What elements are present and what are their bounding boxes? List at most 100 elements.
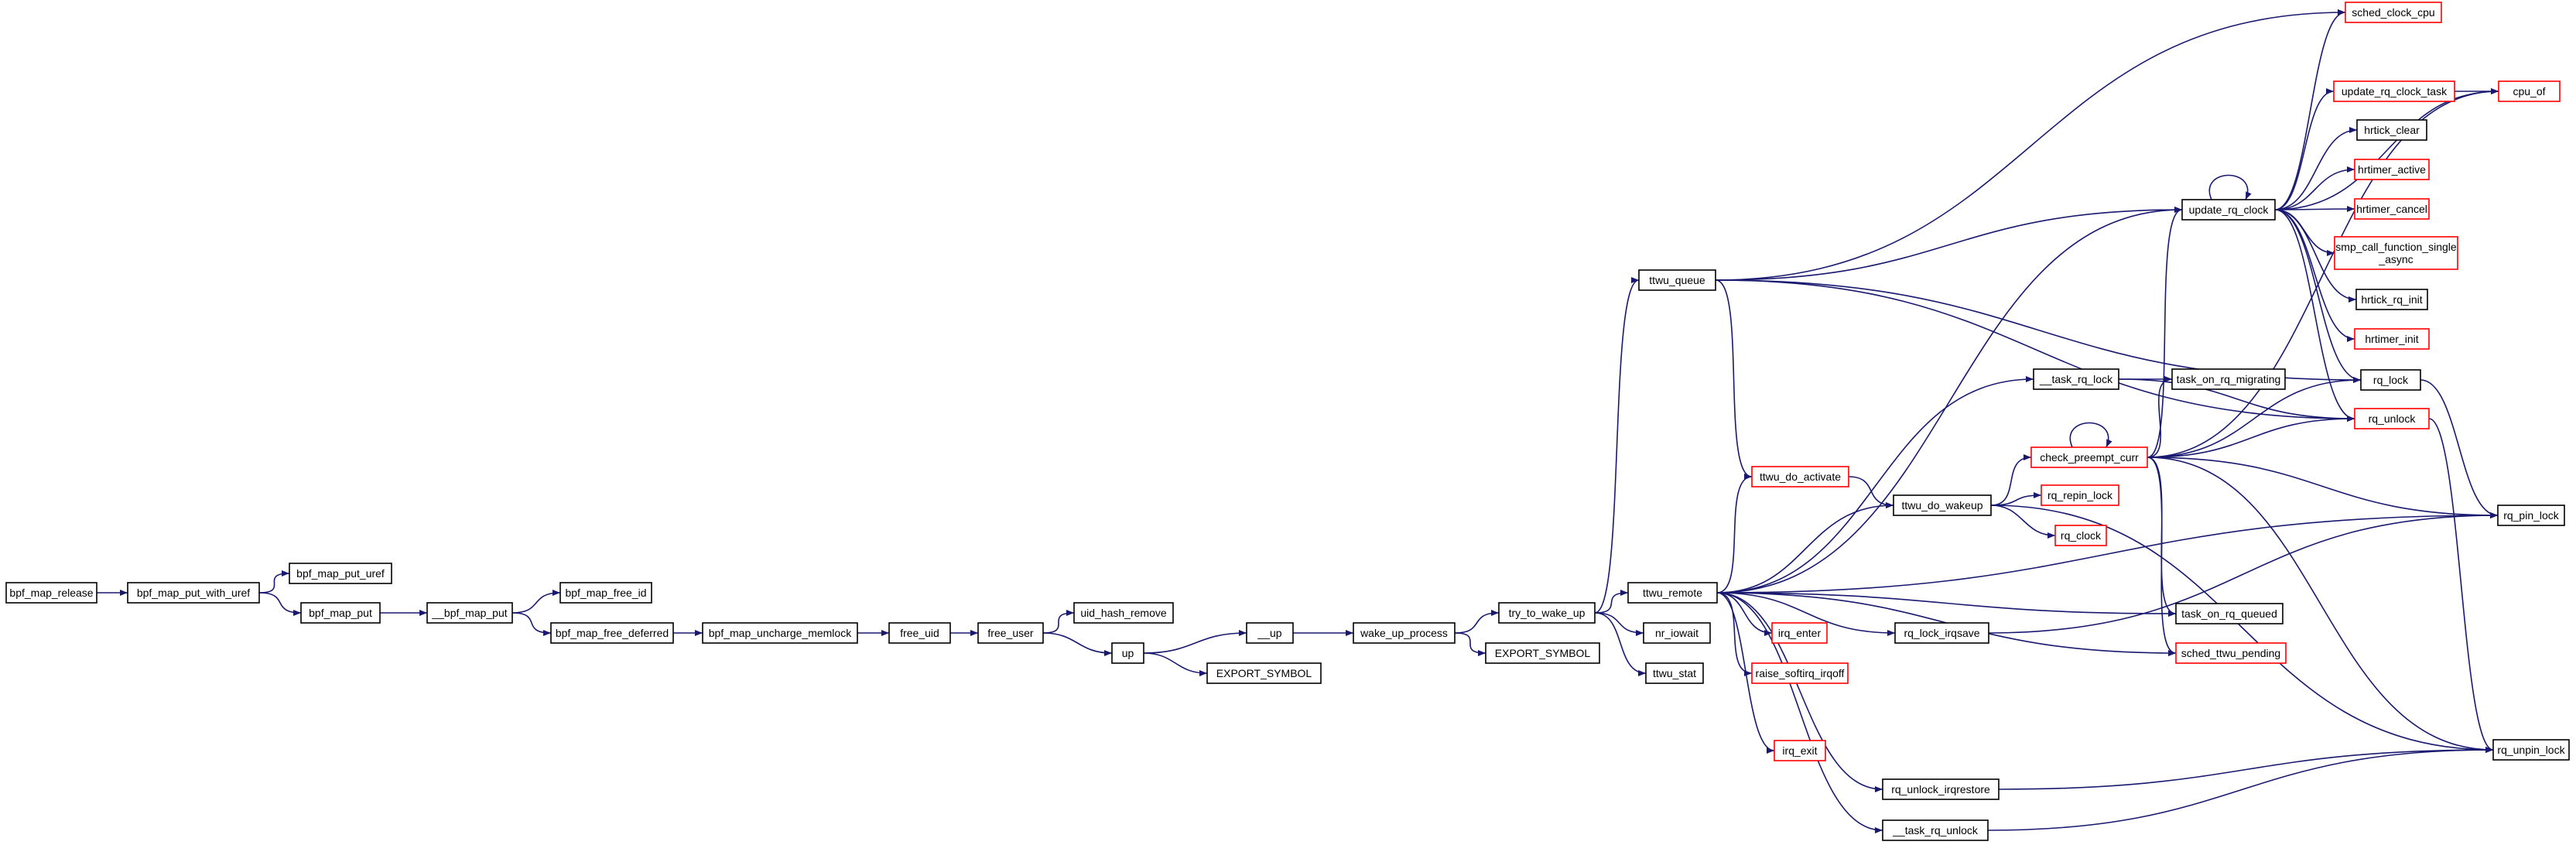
node-wake-up-process[interactable]: wake_up_process bbox=[1353, 622, 1456, 644]
edge-ttwu-remote-to-rq-pin-lock bbox=[1716, 512, 2499, 594]
edge-ttwu-do-wakeup-to-rq-unpin-lock bbox=[1990, 505, 2494, 753]
node-irq-enter[interactable]: irq_enter bbox=[1771, 622, 1828, 644]
node-rq-lock[interactable]: rq_lock bbox=[2360, 369, 2421, 391]
edge-update-rq-clock-to-update-rq-clock-task bbox=[2274, 88, 2335, 210]
node-up[interactable]: __up bbox=[1246, 622, 1294, 644]
node-hrtimer-active[interactable]: hrtimer_active bbox=[2354, 159, 2430, 180]
node-box-bpf-map-free-deferred bbox=[550, 622, 674, 644]
node-irq-exit[interactable]: irq_exit bbox=[1774, 740, 1826, 761]
node-export-symbol-2[interactable]: EXPORT_SYMBOL bbox=[1485, 642, 1600, 664]
node-bpf-map-release[interactable]: bpf_map_release bbox=[5, 582, 97, 604]
node-label-up: __up bbox=[1257, 627, 1281, 639]
edge-check-preempt-curr-to-task-on-rq-migrating bbox=[2147, 376, 2173, 458]
node-free-user[interactable]: free_user bbox=[977, 622, 1044, 644]
node-export-symbol-1[interactable]: EXPORT_SYMBOL bbox=[1206, 662, 1322, 684]
node-bpf-map-uncharge-memlock[interactable]: bpf_map_uncharge_memlock bbox=[702, 622, 858, 644]
node-rq-repin-lock[interactable]: rq_repin_lock bbox=[2041, 484, 2119, 506]
edge-ttwu-remote-to-ttwu-do-activate bbox=[1716, 474, 1753, 594]
edge-ttwu-remote-to-rq-lock-irqsave bbox=[1716, 592, 1896, 636]
node-sched-clock-cpu[interactable]: sched_clock_cpu bbox=[2345, 2, 2442, 23]
node-ttwu-do-wakeup[interactable]: ttwu_do_wakeup bbox=[1893, 494, 1992, 516]
edge-ttwu-do-activate-to-ttwu-do-wakeup bbox=[1848, 476, 1894, 508]
edge-try-to-wake-up-to-ttwu-remote bbox=[1594, 590, 1629, 614]
node-box-hrtick-clear bbox=[2356, 119, 2427, 141]
node-task-rq-unlock[interactable]: __task_rq_unlock bbox=[1882, 819, 1989, 841]
node-box-rq-lock-irqsave bbox=[1894, 622, 1989, 644]
node-update-rq-clock-task[interactable]: update_rq_clock_task bbox=[2333, 80, 2455, 102]
node-up[interactable]: up bbox=[1111, 642, 1144, 664]
node-task-on-rq-migrating[interactable]: task_on_rq_migrating bbox=[2171, 368, 2286, 390]
node-box-cpu-of bbox=[2498, 80, 2561, 102]
node-label-export-symbol-2: EXPORT_SYMBOL bbox=[1495, 647, 1591, 659]
node-cpu-of[interactable]: cpu_of bbox=[2498, 80, 2561, 102]
node-bpf-map-put-with-uref[interactable]: bpf_map_put_with_uref bbox=[127, 582, 260, 604]
node-hrtimer-cancel[interactable]: hrtimer_cancel bbox=[2354, 198, 2430, 220]
node-box-sched-clock-cpu bbox=[2345, 2, 2442, 23]
node-smp-call-function-single-async[interactable]: smp_call_function_single_async bbox=[2334, 236, 2458, 270]
node-hrtimer-init[interactable]: hrtimer_init bbox=[2354, 328, 2430, 350]
node-label-bpf-map-put-uref: bpf_map_put_uref bbox=[296, 567, 385, 580]
node-ttwu-queue[interactable]: ttwu_queue bbox=[1638, 269, 1716, 291]
node-box-nr-iowait bbox=[1643, 622, 1711, 644]
edge-up-to-up bbox=[1143, 630, 1247, 654]
node-rq-unlock[interactable]: rq_unlock bbox=[2354, 408, 2430, 429]
edge-rq-unlock-to-rq-unpin-lock bbox=[2428, 418, 2494, 753]
node-box-free-uid bbox=[888, 622, 951, 644]
edge-ttwu-remote-to-task-rq-unlock bbox=[1716, 592, 1883, 833]
node-bpf-map-put[interactable]: bpf_map_put bbox=[300, 602, 381, 624]
edge-check-preempt-curr-to-rq-unpin-lock bbox=[2147, 457, 2494, 753]
node-ttwu-remote[interactable]: ttwu_remote bbox=[1627, 582, 1718, 604]
node-update-rq-clock[interactable]: update_rq_clock bbox=[2181, 199, 2276, 221]
node-check-preempt-curr[interactable]: check_preempt_curr bbox=[2030, 446, 2148, 468]
node-bpf-map-free-deferred[interactable]: bpf_map_free_deferred bbox=[550, 622, 674, 644]
node-box-bpf-map-uncharge-memlock bbox=[702, 622, 858, 644]
node-box-raise-softirq-irqoff bbox=[1751, 662, 1849, 684]
node-box-hrtimer-init bbox=[2354, 328, 2430, 350]
node-rq-lock-irqsave[interactable]: rq_lock_irqsave bbox=[1894, 622, 1989, 644]
node-label-bpf-map-free-id: bpf_map_free_id bbox=[565, 587, 646, 599]
edge-update-rq-clock-to-hrtick-rq-init bbox=[2274, 209, 2357, 303]
node-bpf-map-put-uref[interactable]: bpf_map_put_uref bbox=[289, 563, 392, 584]
node-box-task-rq-unlock bbox=[1882, 819, 1989, 841]
node-bpf-map-free-id[interactable]: bpf_map_free_id bbox=[559, 582, 652, 604]
edge-check-preempt-curr-to-rq-unlock bbox=[2147, 416, 2355, 458]
edge-update-rq-clock-to-rq-lock bbox=[2274, 209, 2362, 383]
node-label-bpf-map-put: bpf_map_put bbox=[309, 607, 372, 619]
node-nr-iowait[interactable]: nr_iowait bbox=[1643, 622, 1711, 644]
node-rq-unlock-irqrestore[interactable]: rq_unlock_irqrestore bbox=[1882, 778, 2000, 800]
node-bpf-map-put[interactable]: __bpf_map_put bbox=[426, 602, 513, 624]
node-sched-ttwu-pending[interactable]: sched_ttwu_pending bbox=[2175, 642, 2287, 664]
node-box-bpf-map-free-id bbox=[559, 582, 652, 604]
node-hrtick-clear[interactable]: hrtick_clear bbox=[2356, 119, 2427, 141]
node-task-rq-lock[interactable]: __task_rq_lock bbox=[2033, 368, 2119, 390]
node-rq-unpin-lock[interactable]: rq_unpin_lock bbox=[2492, 739, 2570, 761]
node-label-rq-pin-lock: rq_pin_lock bbox=[2503, 509, 2560, 522]
node-box-update-rq-clock bbox=[2181, 199, 2276, 221]
node-rq-pin-lock[interactable]: rq_pin_lock bbox=[2497, 505, 2565, 526]
edge-ttwu-queue-to-rq-lock bbox=[1715, 279, 2362, 383]
node-raise-softirq-irqoff[interactable]: raise_softirq_irqoff bbox=[1751, 662, 1849, 684]
node-box-hrtimer-active bbox=[2354, 159, 2430, 180]
node-uid-hash-remove[interactable]: uid_hash_remove bbox=[1073, 602, 1174, 624]
node-try-to-wake-up[interactable]: try_to_wake_up bbox=[1498, 602, 1596, 624]
node-hrtick-rq-init[interactable]: hrtick_rq_init bbox=[2355, 289, 2428, 310]
node-task-on-rq-queued[interactable]: task_on_rq_queued bbox=[2175, 603, 2284, 624]
node-box-hrtick-rq-init bbox=[2355, 289, 2428, 310]
edge-ttwu-do-wakeup-to-check-preempt-curr bbox=[1990, 454, 2032, 506]
node-label-ttwu-stat: ttwu_stat bbox=[1653, 667, 1696, 679]
node-ttwu-stat[interactable]: ttwu_stat bbox=[1645, 662, 1704, 684]
edge-rq-lock-irqsave-to-rq-pin-lock bbox=[1988, 512, 2499, 634]
node-rq-clock[interactable]: rq_clock bbox=[2054, 525, 2107, 546]
node-box-uid-hash-remove bbox=[1073, 602, 1174, 624]
node-free-uid[interactable]: free_uid bbox=[888, 622, 951, 644]
node-box-rq-unpin-lock bbox=[2492, 739, 2570, 761]
node-ttwu-do-activate[interactable]: ttwu_do_activate bbox=[1751, 466, 1849, 488]
edge-try-to-wake-up-to-nr-iowait bbox=[1594, 612, 1644, 636]
edge-check-preempt-curr-to-update-rq-clock bbox=[2147, 207, 2183, 458]
node-box-check-preempt-curr bbox=[2030, 446, 2148, 468]
node-label-hrtimer-init: hrtimer_init bbox=[2365, 333, 2418, 345]
node-box-bpf-map-put bbox=[300, 602, 381, 624]
node-label-sched-ttwu-pending: sched_ttwu_pending bbox=[2181, 647, 2280, 659]
edge-update-rq-clock-to-hrtimer-cancel bbox=[2274, 206, 2355, 213]
node-label-hrtimer-cancel: hrtimer_cancel bbox=[2356, 203, 2427, 215]
